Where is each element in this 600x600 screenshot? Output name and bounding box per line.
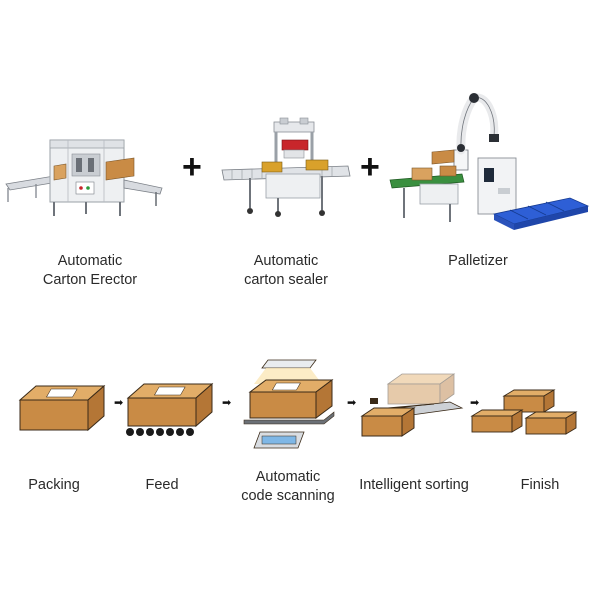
machine-label-sealer: Automatic carton sealer bbox=[244, 253, 328, 288]
code-scanning-icon bbox=[243, 359, 335, 449]
packing-box-icon bbox=[18, 384, 106, 432]
arrow-2: ➡ bbox=[222, 397, 232, 409]
carton-erector-machine-icon bbox=[5, 139, 163, 216]
arrow-3: ➡ bbox=[347, 397, 357, 409]
step-label-packing: Packing bbox=[28, 477, 80, 493]
finish-stacked-boxes-icon bbox=[470, 389, 578, 435]
plus-sign-2: + bbox=[360, 148, 380, 186]
step-label-feed: Feed bbox=[145, 477, 179, 493]
carton-sealer-machine-icon bbox=[221, 117, 351, 217]
intelligent-sorting-icon bbox=[360, 373, 464, 437]
machine-label-erector: Automatic Carton Erector bbox=[42, 253, 138, 288]
arrow-1: ➡ bbox=[114, 397, 124, 409]
machine-label-palletizer: Palletizer bbox=[448, 253, 508, 269]
plus-sign-1: + bbox=[182, 148, 202, 186]
palletizer-robot-icon bbox=[389, 93, 590, 230]
step-label-scanning: Automatic code scanning bbox=[241, 469, 335, 504]
arrow-4: ➡ bbox=[470, 397, 480, 409]
step-label-sorting: Intelligent sorting bbox=[359, 477, 469, 493]
step-label-finish: Finish bbox=[520, 477, 560, 493]
feed-box-on-rollers-icon bbox=[126, 382, 214, 436]
